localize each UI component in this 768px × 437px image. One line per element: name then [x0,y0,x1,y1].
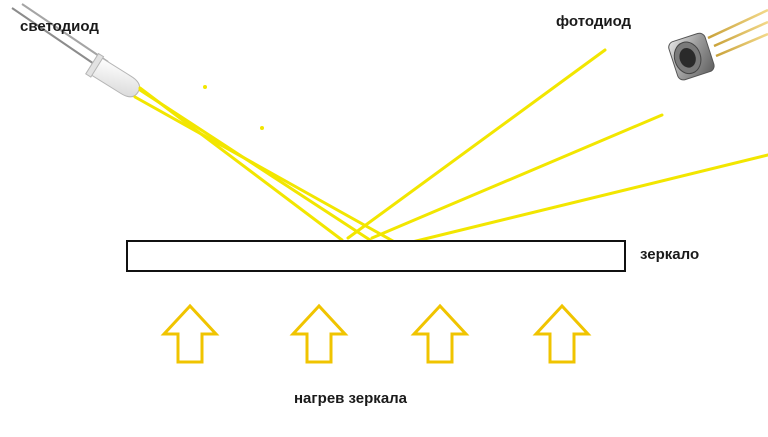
incident-beam [133,95,402,247]
heating-label: нагрев зеркала [294,390,408,407]
light-speck [260,126,264,130]
reflected-beam [398,153,768,247]
light-speck [203,85,207,89]
led-label: светодиод [20,18,99,35]
up-arrow-icon [410,303,470,364]
mirror-plate [126,240,626,272]
mirror-label: зеркало [640,246,700,263]
photodiode-icon [668,8,768,81]
heating-arrows [160,303,592,364]
up-arrow-icon [160,303,220,364]
reflected-beam [370,113,664,240]
light-beams [133,48,768,247]
photodiode-label: фотодиод [556,13,632,30]
reflected-beam [346,48,607,240]
up-arrow-icon [532,303,592,364]
up-arrow-icon [289,303,349,364]
led-icon [11,3,140,98]
